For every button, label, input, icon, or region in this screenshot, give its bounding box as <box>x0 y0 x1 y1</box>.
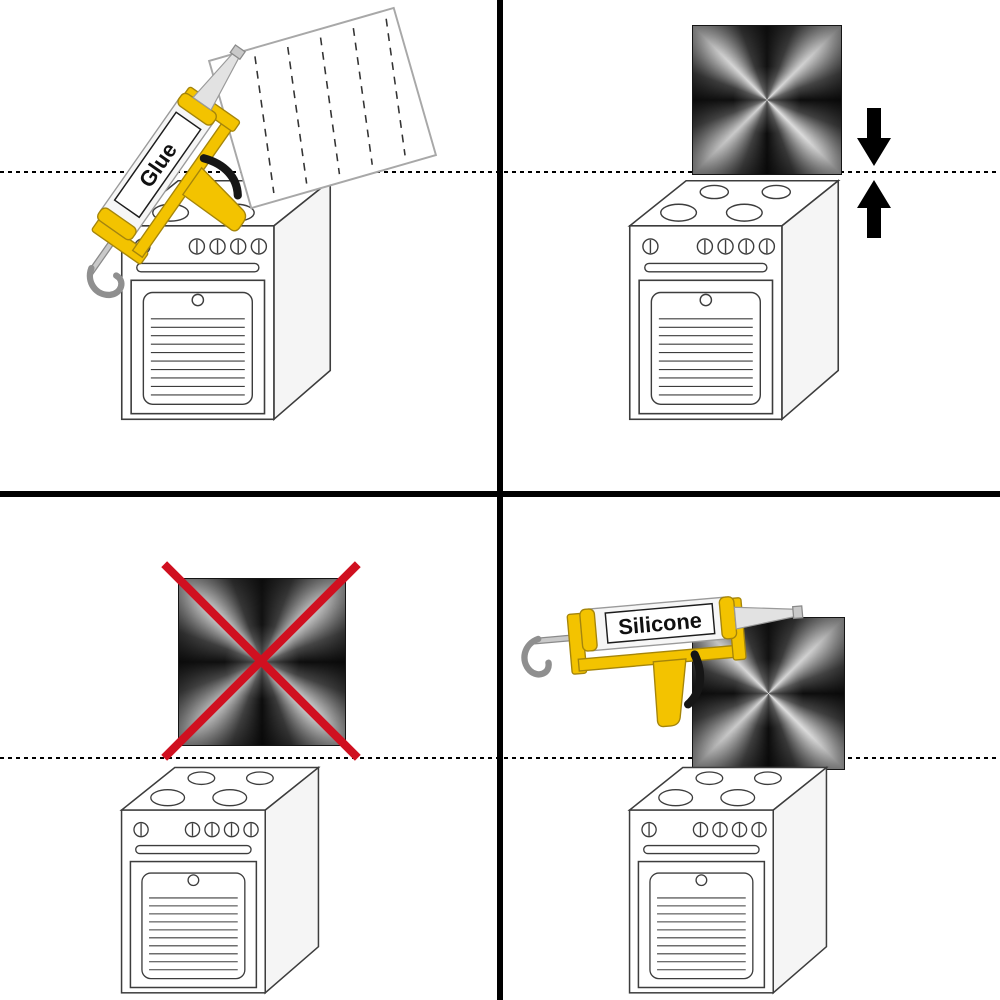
press-down-arrow-icon <box>857 108 891 166</box>
stove-icon <box>118 764 322 995</box>
caulk-gun-glue-icon: Glue <box>36 10 335 344</box>
quadrant-panel-placement <box>500 0 1000 500</box>
stove-icon <box>626 764 830 995</box>
stove-icon <box>626 177 842 421</box>
quadrant-glue-application: Glue <box>0 0 500 500</box>
quadrant-silicone-sealing: Silicone <box>500 500 1000 1000</box>
horizontal-divider-line <box>0 491 1000 497</box>
quadrant-wrong-placement <box>0 500 500 1000</box>
press-up-arrow-icon <box>857 180 891 238</box>
vertical-divider-line <box>497 0 503 1000</box>
red-cross-icon <box>161 561 361 761</box>
panel-back-with-glue-strips <box>207 6 438 210</box>
metal-splashback-panel <box>692 617 845 770</box>
caulk-gun-silicone-icon: Silicone <box>512 562 824 742</box>
metal-splashback-panel <box>692 25 842 175</box>
